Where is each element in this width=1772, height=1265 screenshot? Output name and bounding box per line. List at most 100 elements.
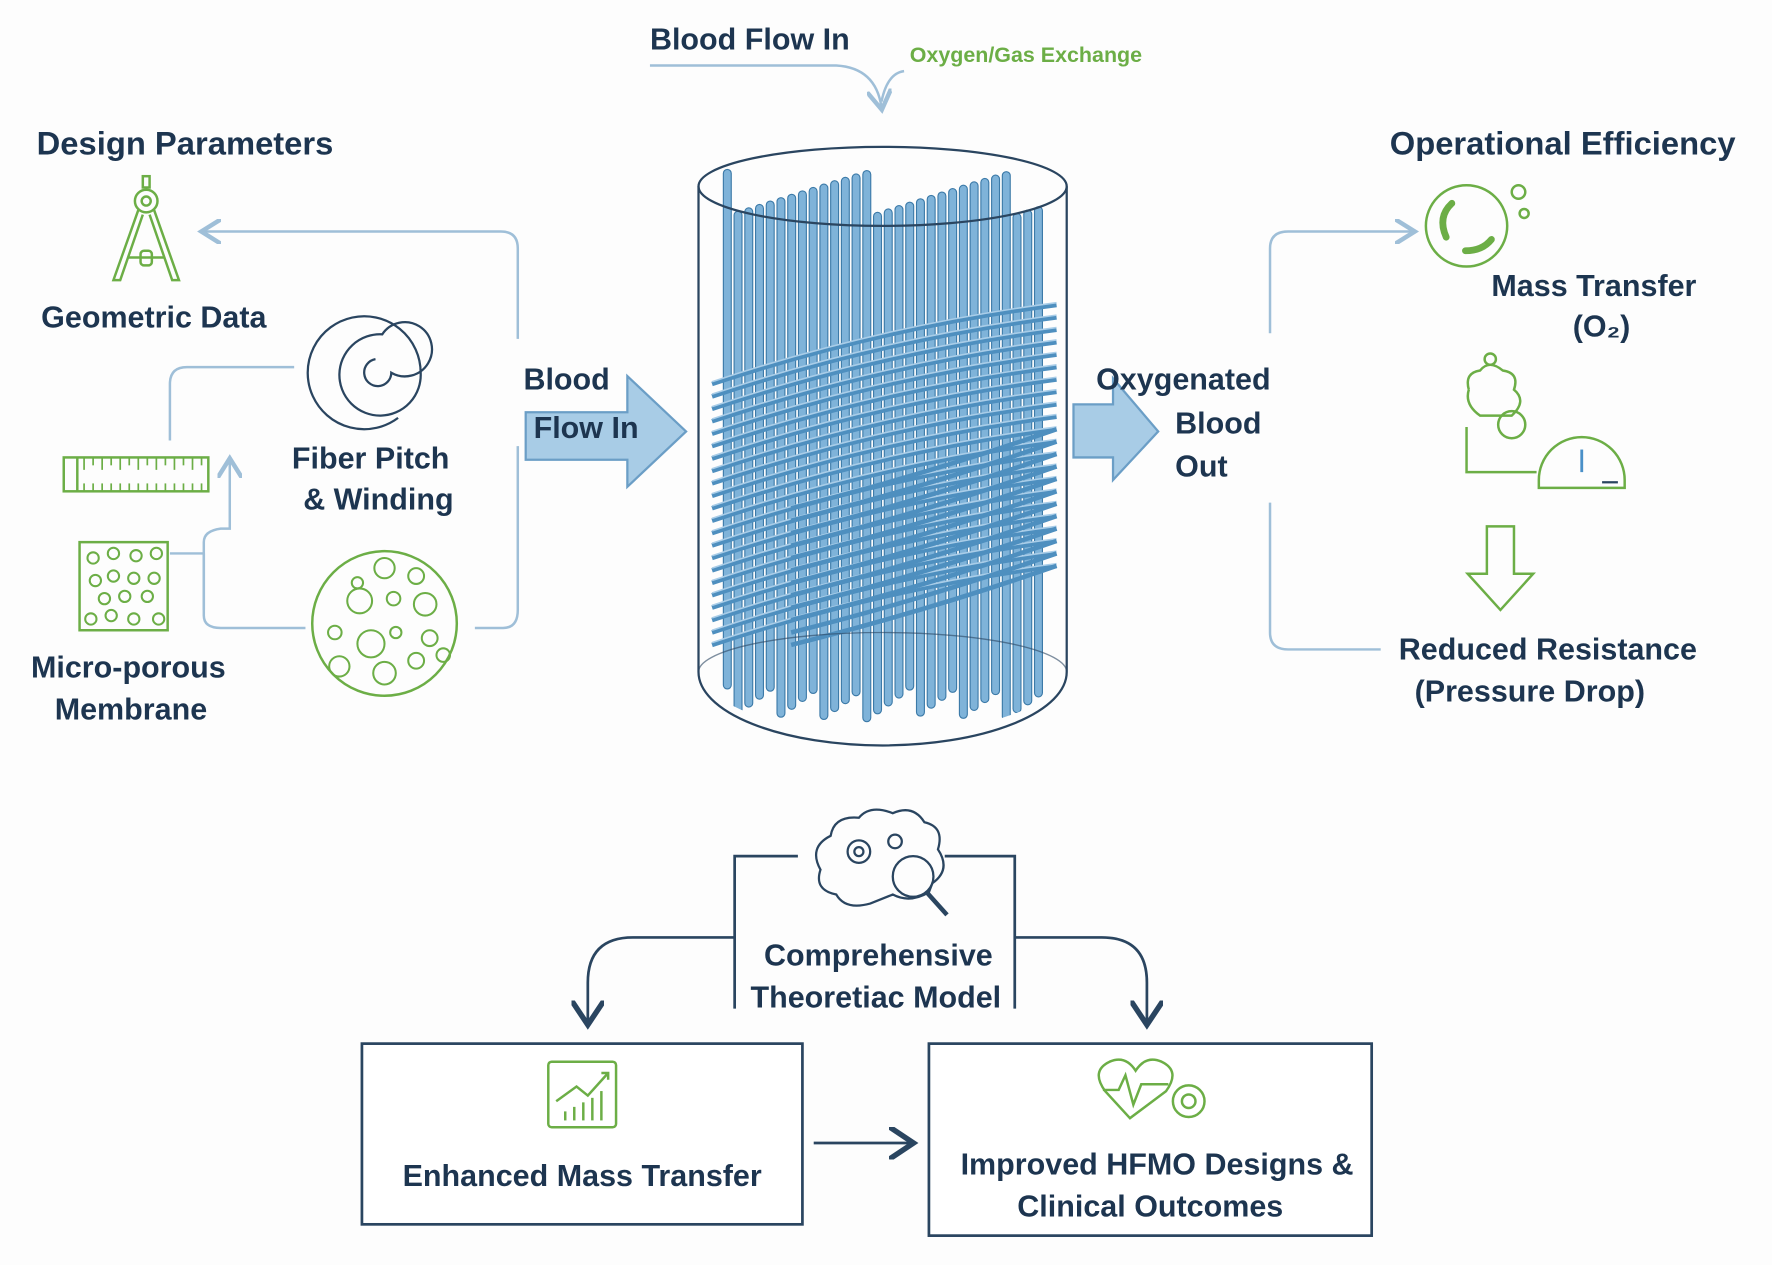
resistance-label-2: (Pressure Drop) — [1415, 674, 1645, 708]
outlet-label-2: Blood — [1175, 407, 1261, 441]
fiber-winding-highlight — [711, 326, 1057, 408]
fiber-winding — [711, 339, 1057, 424]
pore — [389, 625, 403, 640]
fiber-winding — [790, 489, 1058, 573]
membrane-connector-up — [169, 461, 230, 610]
hollow-fiber — [1033, 206, 1043, 698]
mass-transfer-label-1: Mass Transfer — [1491, 269, 1696, 303]
pore — [127, 612, 141, 626]
fiber-winding — [790, 451, 1058, 536]
outlet-label-3: Out — [1175, 450, 1227, 484]
fiber-winding — [790, 439, 1058, 523]
fiber-winding — [711, 327, 1057, 412]
brain-analysis-icon — [814, 808, 949, 917]
pore — [147, 571, 161, 585]
pore — [106, 546, 121, 561]
hollow-fiber — [1012, 212, 1022, 714]
pore — [373, 556, 396, 580]
fiber-winding-highlight — [711, 388, 1057, 470]
fiber-winding — [790, 514, 1058, 598]
enhanced-mass-transfer-box — [360, 1042, 804, 1226]
pore — [350, 576, 365, 590]
fiber-bundle — [711, 168, 1058, 723]
pore — [412, 591, 438, 617]
fiber-winding — [790, 563, 1058, 648]
hollow-fiber — [862, 169, 872, 723]
pore — [356, 629, 386, 659]
pore — [407, 651, 426, 670]
fiber-winding — [711, 439, 1057, 523]
geometric-data-label: Geometric Data — [41, 301, 267, 335]
hollow-fiber — [969, 181, 979, 711]
fiber-winding-highlight — [711, 401, 1057, 482]
outcomes-label-1: Improved HFMO Designs & — [961, 1148, 1354, 1182]
fiber-winding-highlight — [711, 301, 1057, 383]
model-frame-right — [944, 854, 1017, 1009]
cylinder-top-rim — [697, 145, 1068, 228]
fiber-winding — [711, 377, 1057, 461]
improved-outcomes-box — [927, 1042, 1374, 1237]
pore — [327, 624, 343, 641]
pore — [372, 660, 397, 686]
fiber-winding — [790, 427, 1058, 511]
ruler-ticks — [83, 457, 203, 492]
membrane-label-2: Membrane — [55, 692, 207, 726]
gas-exchange-connector — [880, 69, 905, 102]
membrane-connector-down — [202, 553, 306, 630]
spiral-winding-icon — [306, 315, 434, 431]
fiber-winding-highlight — [711, 376, 1057, 458]
hollow-fiber — [894, 204, 904, 699]
model-label-2: Theoretiac Model — [750, 980, 1001, 1014]
fiber-winding — [711, 352, 1057, 436]
model-to-mass-transfer-connector — [588, 936, 735, 1022]
oxygen-bubble-icon — [1424, 183, 1530, 268]
top-inlet-connector — [649, 64, 882, 108]
compass-icon — [111, 174, 181, 282]
pore — [106, 569, 121, 583]
pore — [151, 612, 166, 626]
ruler-icon — [62, 456, 210, 493]
fiber-winding-highlight — [711, 314, 1057, 395]
pressure-gauge-icon — [1465, 352, 1626, 490]
gas-exchange-label: Oxygen/Gas Exchange — [910, 43, 1142, 67]
fiber-winding-highlight — [711, 426, 1057, 507]
porous-membrane-square-icon — [78, 540, 169, 632]
design-parameters-title: Design Parameters — [37, 125, 334, 162]
cylinder-bottom-back-rim — [697, 631, 1068, 673]
fiber-winding — [790, 464, 1058, 548]
fiber-winding — [711, 302, 1057, 387]
pore — [88, 573, 103, 588]
fiber-winding — [790, 551, 1058, 635]
outcomes-label-2: Clinical Outcomes — [1017, 1189, 1283, 1223]
pore — [435, 647, 452, 663]
outlet-label-1: Oxygenated — [1096, 363, 1271, 397]
hollow-fiber — [754, 203, 765, 700]
fiber-winding — [711, 426, 1057, 511]
fiber-winding — [711, 414, 1057, 498]
fiber-winding — [790, 526, 1058, 610]
pore — [328, 655, 351, 678]
top-blood-flow-label: Blood Flow In — [650, 23, 850, 57]
blood-outlet-arrow — [1072, 375, 1160, 483]
geometric-data-connector — [204, 232, 520, 339]
pore — [407, 567, 426, 585]
hollow-fiber — [948, 188, 958, 693]
resistance-connector — [1268, 502, 1381, 651]
fiber-winding — [790, 476, 1058, 561]
fiber-winding — [711, 315, 1057, 399]
pore — [420, 629, 439, 648]
pore — [86, 551, 100, 565]
hollow-fiber — [840, 176, 850, 705]
membrane-label-1: Micro-porous — [31, 651, 226, 685]
mass-transfer-connector — [1268, 232, 1412, 334]
porous-fiber-circle-icon — [310, 549, 459, 697]
enhanced-mass-transfer-label: Enhanced Mass Transfer — [403, 1159, 762, 1193]
pore — [149, 546, 164, 561]
hollow-fiber — [958, 184, 968, 719]
pore — [84, 612, 98, 626]
pore — [140, 589, 154, 604]
fiber-winding-highlight — [711, 413, 1057, 495]
fiber-winding-highlight — [711, 339, 1057, 420]
fiber-winding — [711, 364, 1057, 449]
